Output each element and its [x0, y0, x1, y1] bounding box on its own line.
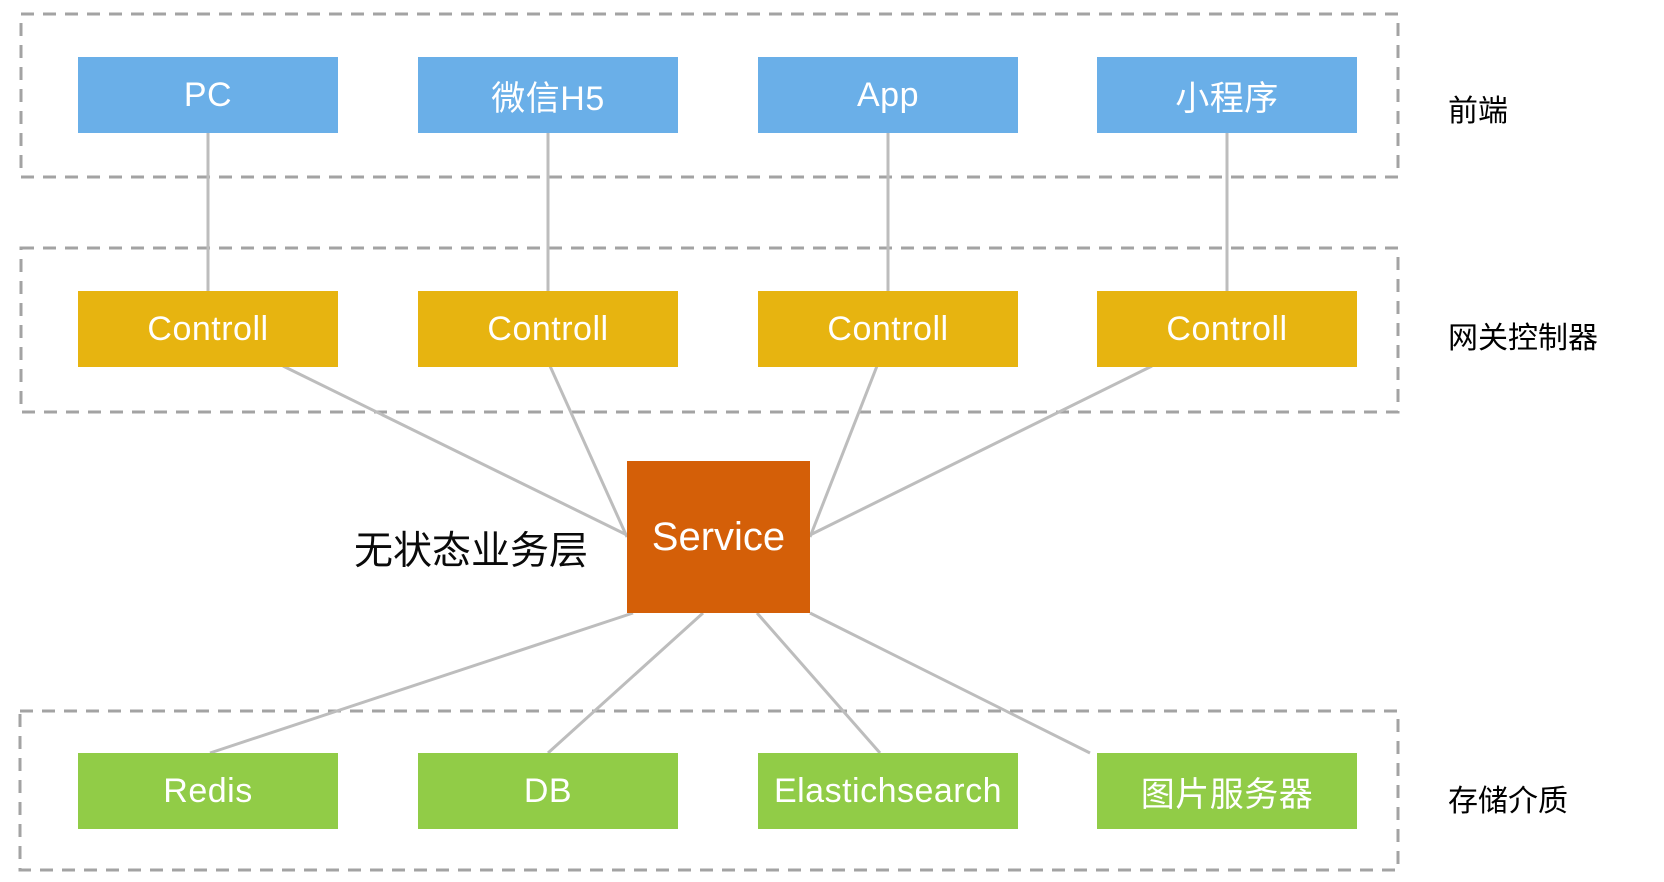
connector-controll3-service: [808, 365, 879, 538]
connector-controll2-service: [548, 365, 629, 538]
node-controll-4: Controll: [1097, 291, 1357, 367]
node-controll-1: Controll: [78, 291, 338, 367]
service-layer-annotation: 无状态业务层: [353, 530, 588, 573]
connector-service-elasticsearch: [755, 612, 882, 754]
node-elasticsearch: Elastichsearch: [758, 753, 1018, 829]
storage-group-border: [18, 709, 1400, 872]
frontend-group-border: [19, 12, 1400, 179]
gateway-group-border: [19, 246, 1400, 414]
connector-service-redis: [209, 611, 634, 755]
node-controll-2: Controll: [418, 291, 678, 367]
connector-service-imageserver: [809, 611, 1091, 755]
node-app: App: [758, 57, 1018, 133]
node-db: DB: [418, 753, 678, 829]
connector-service-db: [546, 611, 705, 755]
node-redis: Redis: [78, 753, 338, 829]
layer-label-frontend: 前端: [1448, 95, 1508, 128]
node-wechat-h5: 微信H5: [418, 57, 678, 133]
layer-label-gateway: 网关控制器: [1448, 322, 1598, 355]
node-miniprogram: 小程序: [1097, 57, 1357, 133]
connector-controll1-service: [282, 364, 628, 537]
node-service: Service: [627, 461, 810, 613]
layer-label-storage: 存储介质: [1448, 785, 1568, 818]
node-controll-3: Controll: [758, 291, 1018, 367]
node-pc: PC: [78, 57, 338, 133]
connector-controll4-service: [809, 364, 1153, 537]
node-image-server: 图片服务器: [1097, 753, 1357, 829]
